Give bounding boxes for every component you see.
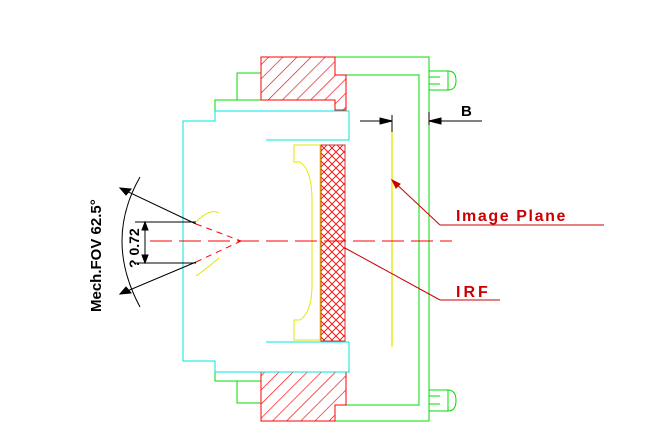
front-lens-arc (195, 211, 220, 223)
mounting-lug-bottom (429, 389, 457, 412)
hatched-section-top (260, 56, 347, 111)
front-lens-arc-lower (195, 257, 220, 277)
diameter-label: ? 0.72 (126, 228, 142, 268)
irf-filter (320, 144, 346, 342)
lens-element (293, 144, 321, 341)
irf-leader (344, 247, 500, 301)
image-plane-label: Image Plane (456, 208, 567, 225)
mounting-lug-top (429, 70, 457, 91)
dimension-b-label: B (461, 103, 472, 120)
hatched-section-bottom (260, 371, 347, 422)
fov-label: Mech.FOV 62.5° (88, 199, 105, 312)
diameter-dimension (135, 220, 196, 265)
irf-label: IRF (456, 284, 491, 301)
b-dimension (360, 112, 482, 132)
fov-dimension (118, 176, 197, 308)
image-plane-leader (390, 178, 604, 226)
fov-cone (195, 223, 242, 263)
